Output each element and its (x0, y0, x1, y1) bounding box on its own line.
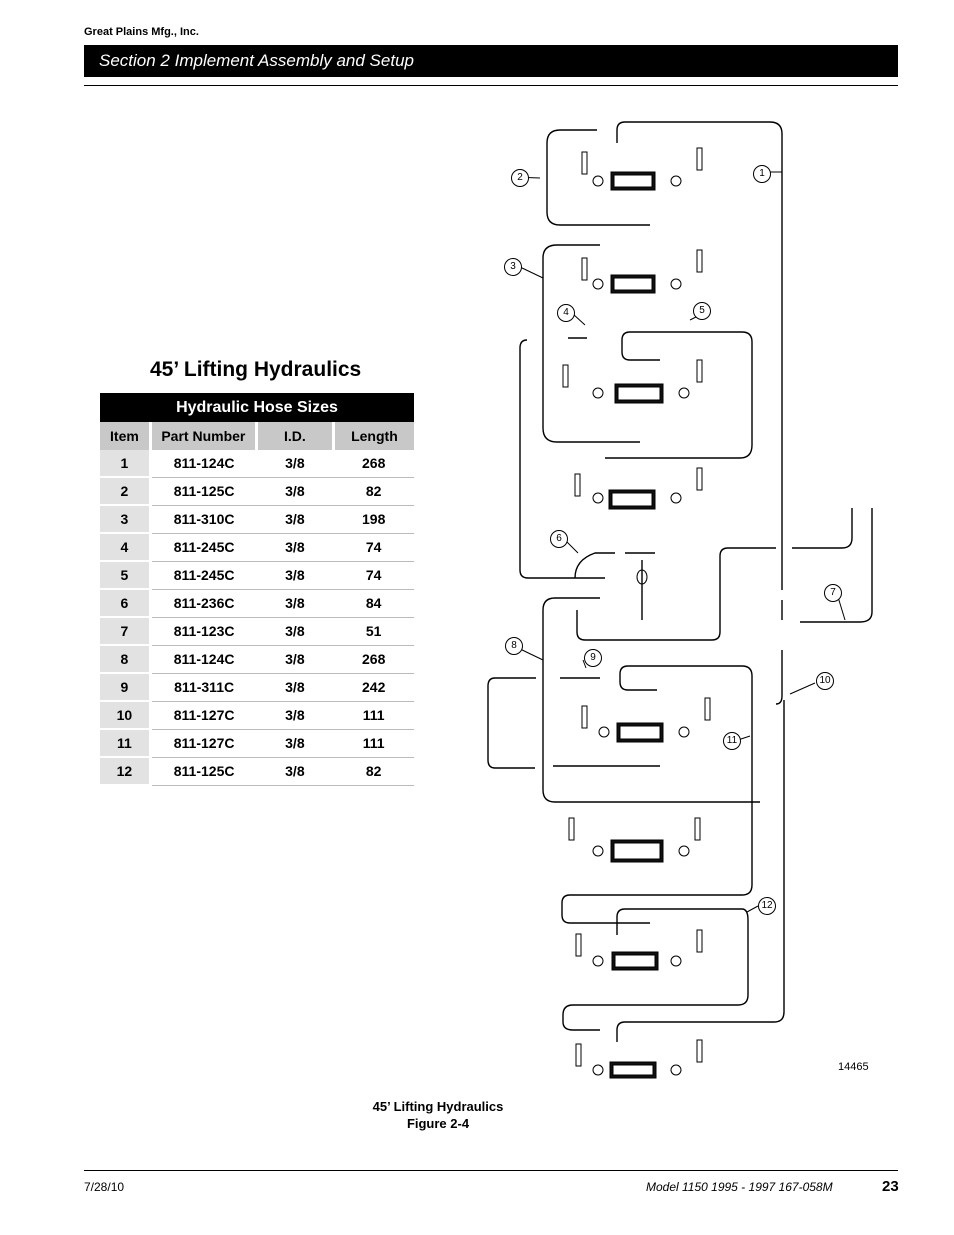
cell-item: 12 (100, 757, 152, 786)
cell-id: 3/8 (256, 673, 334, 702)
cell-part-number: 811-127C (150, 701, 257, 730)
cell-part-number: 811-124C (150, 645, 257, 674)
col-header-part-number: Part Number (150, 422, 258, 450)
cell-part-number: 811-124C (150, 450, 257, 478)
callout-11: 11 (723, 732, 741, 750)
cell-length: 111 (333, 729, 414, 758)
table-caption: Hydraulic Hose Sizes (100, 393, 414, 422)
cell-length: 82 (333, 757, 414, 786)
cell-length: 242 (333, 673, 414, 702)
cell-id: 3/8 (256, 533, 334, 562)
cell-part-number: 811-236C (150, 589, 257, 618)
callout-10: 10 (816, 672, 834, 690)
cell-id: 3/8 (256, 589, 334, 618)
cell-id: 3/8 (256, 561, 334, 590)
col-header-length: Length (333, 422, 414, 450)
page-title: 45’ Lifting Hydraulics (150, 358, 362, 381)
hose-sizes-table: Hydraulic Hose Sizes Item Part Number I.… (100, 393, 414, 786)
cell-part-number: 811-123C (150, 617, 257, 646)
cell-id: 3/8 (256, 505, 334, 534)
cell-item: 11 (100, 729, 152, 758)
footer-model: Model 1150 1995 - 1997 167-058M (646, 1180, 833, 1194)
callout-6: 6 (550, 530, 568, 548)
cell-part-number: 811-125C (150, 477, 257, 506)
callout-3: 3 (504, 258, 522, 276)
cell-part-number: 811-125C (150, 757, 257, 786)
callout-8: 8 (505, 637, 523, 655)
cell-item: 3 (100, 505, 152, 534)
footer-rule (84, 1170, 898, 1171)
col-header-id: I.D. (256, 422, 335, 450)
cell-length: 82 (333, 477, 414, 506)
callout-5: 5 (693, 302, 711, 320)
cell-item: 2 (100, 477, 152, 506)
drawing-number: 14465 (838, 1061, 869, 1073)
page-number: 23 (882, 1178, 899, 1195)
cell-item: 10 (100, 701, 152, 730)
cell-id: 3/8 (256, 617, 334, 646)
figure-caption-title: 45’ Lifting Hydraulics (372, 1099, 504, 1114)
cell-item: 6 (100, 589, 152, 618)
figure-caption: 45’ Lifting Hydraulics Figure 2-4 (330, 1098, 546, 1132)
callout-9: 9 (584, 649, 602, 667)
cell-length: 51 (333, 617, 414, 646)
cell-length: 84 (333, 589, 414, 618)
cell-id: 3/8 (256, 701, 334, 730)
callout-1: 1 (753, 165, 771, 183)
hydraulic-schematic (487, 121, 873, 1079)
cell-length: 268 (333, 450, 414, 478)
cell-length: 198 (333, 505, 414, 534)
cell-item: 9 (100, 673, 152, 702)
section-title: Section 2 Implement Assembly and Setup (99, 51, 414, 70)
section-header-bar: Section 2 Implement Assembly and Setup (84, 45, 898, 77)
cell-part-number: 811-311C (150, 673, 257, 702)
callout-4: 4 (557, 304, 575, 322)
cell-part-number: 811-310C (150, 505, 257, 534)
cell-length: 74 (333, 533, 414, 562)
cell-part-number: 811-245C (150, 533, 257, 562)
callout-2: 2 (511, 169, 529, 187)
col-header-item: Item (100, 422, 152, 450)
cell-length: 268 (333, 645, 414, 674)
header-rule (84, 85, 898, 86)
callout-12: 12 (758, 897, 776, 915)
footer-date: 7/28/10 (84, 1180, 125, 1194)
cell-item: 1 (100, 450, 152, 478)
cell-item: 7 (100, 617, 152, 646)
cell-item: 4 (100, 533, 152, 562)
figure-caption-number: Figure 2-4 (406, 1116, 470, 1131)
cell-length: 74 (333, 561, 414, 590)
callout-7: 7 (824, 584, 842, 602)
cell-item: 8 (100, 645, 152, 674)
cell-id: 3/8 (256, 477, 334, 506)
cell-id: 3/8 (256, 450, 334, 478)
cell-part-number: 811-127C (150, 729, 257, 758)
cell-item: 5 (100, 561, 152, 590)
cell-part-number: 811-245C (150, 561, 257, 590)
cell-id: 3/8 (256, 645, 334, 674)
cell-length: 111 (333, 701, 414, 730)
cell-id: 3/8 (256, 757, 334, 786)
company-name: Great Plains Mfg., Inc. (84, 26, 199, 38)
cell-id: 3/8 (256, 729, 334, 758)
